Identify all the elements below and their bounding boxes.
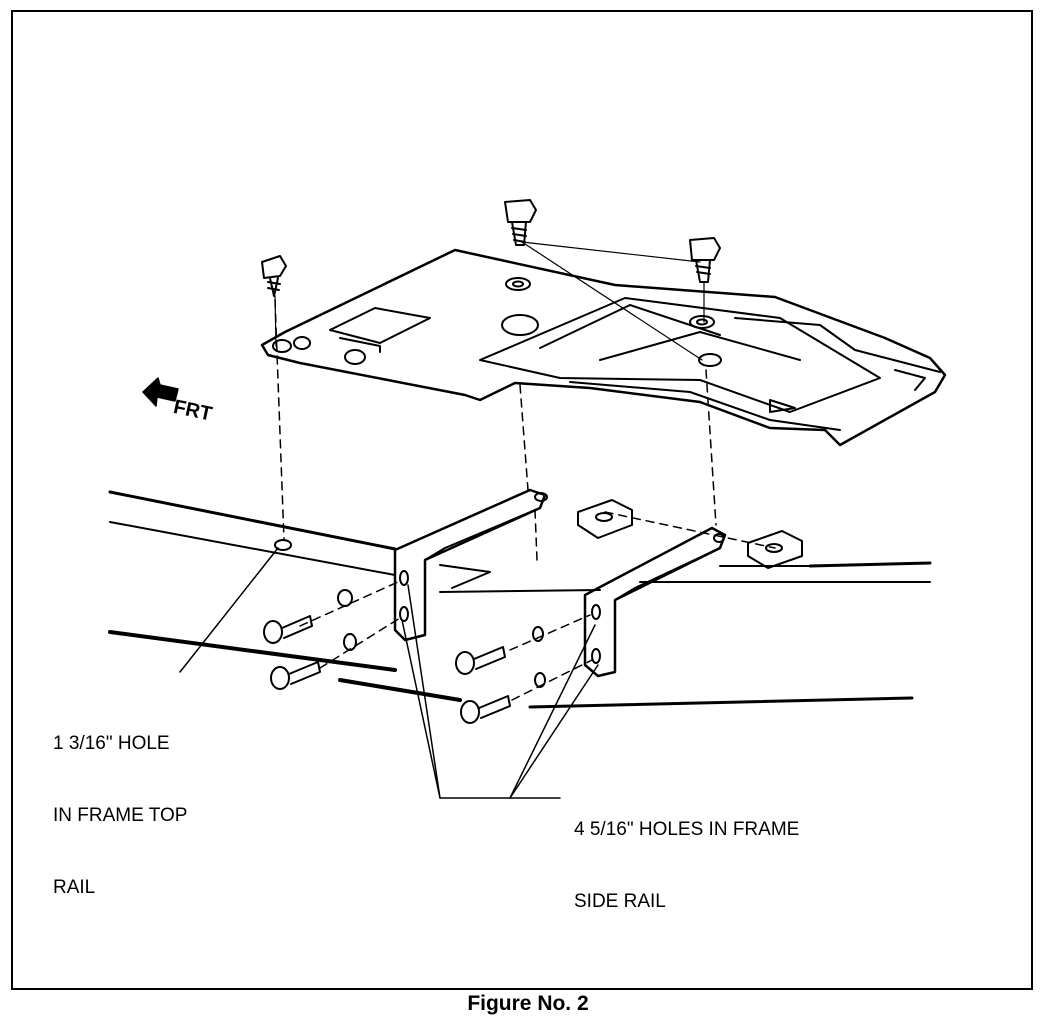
hex-bolt-top-right: [689, 237, 721, 283]
alignment-lines: [274, 299, 776, 701]
skid-plate: [260, 248, 947, 447]
clip-nut: [577, 499, 633, 539]
front-direction-arrow: [142, 377, 179, 407]
mounting-bracket-front: [393, 488, 548, 642]
callout-line: 4 5/16" HOLES IN FRAME: [574, 819, 800, 840]
washer: [689, 315, 715, 329]
figure-frame: [11, 10, 1033, 990]
figure-caption: Figure No. 2: [467, 992, 589, 1015]
clip-nut: [747, 530, 803, 569]
hex-bolt-top-left: [261, 255, 287, 297]
side-bolt: [455, 626, 544, 675]
callout-line: IN FRAME TOP: [53, 805, 188, 826]
top-rail-hole-callout: 1 3/16" HOLE IN FRAME TOP RAIL: [53, 684, 187, 924]
washer: [505, 277, 531, 291]
leader-lines: [179, 547, 599, 799]
side-bolt: [263, 589, 353, 644]
frame-top-rail-hole: [274, 539, 292, 551]
callout-line: RAIL: [53, 877, 96, 898]
callout-line: SIDE RAIL: [574, 891, 666, 912]
side-rail-holes-callout: 4 5/16" HOLES IN FRAME SIDE RAIL: [574, 770, 799, 938]
callout-line: 1 3/16" HOLE: [53, 733, 170, 754]
mounting-bracket-rear: [583, 526, 727, 678]
side-bolt: [460, 672, 546, 724]
hex-bolt-top-center: [504, 199, 537, 246]
frame-rail: [108, 490, 932, 709]
bolt-to-hole-lines: [274, 241, 705, 361]
